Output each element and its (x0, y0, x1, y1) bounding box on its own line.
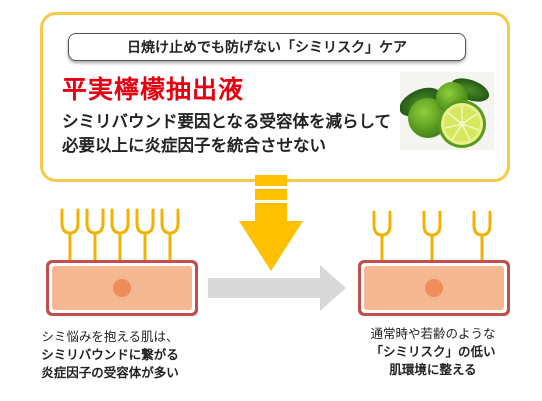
left-receptors (60, 208, 180, 264)
receptor-icon (135, 208, 155, 264)
right-caption-line-3: 肌環境に整える (389, 362, 477, 377)
receptor-icon (60, 208, 80, 264)
receptor-icon (372, 210, 392, 264)
right-caption-line-2: 「シミリスク」の低い (370, 344, 496, 359)
receptor-icon (160, 208, 180, 264)
description-line-1: シミリバウンド要因となる受容体を減らして (62, 112, 392, 131)
right-cell (358, 260, 510, 316)
lemon-photo (400, 72, 494, 150)
headline-pill: 日焼け止めでも防げない「シミリスク」ケア (68, 33, 466, 61)
left-caption-line-2: シミリバウンドに繋がる (41, 347, 179, 362)
receptor-icon (85, 208, 105, 264)
ingredient-title: 平実檸檬抽出液 (62, 75, 245, 104)
right-receptors (372, 210, 492, 264)
left-caption: シミ悩みを抱える肌は、 シミリバウンドに繋がる 炎症因子の受容体が多い (20, 328, 200, 382)
right-caption-line-1: 通常時や若齢のような (370, 326, 496, 341)
left-cell (46, 260, 198, 316)
receptor-icon (472, 210, 492, 264)
gray-arrow-icon (208, 265, 346, 311)
left-caption-line-1: シミ悩みを抱える肌は、 (41, 329, 179, 344)
description-line-2: 必要以上に炎症因子を統合させない (62, 136, 326, 155)
receptor-icon (110, 208, 130, 264)
down-arrow-icon (239, 175, 303, 271)
receptor-icon (422, 210, 442, 264)
left-caption-line-3: 炎症因子の受容体が多い (41, 365, 179, 380)
right-caption: 通常時や若齢のような 「シミリスク」の低い 肌環境に整える (340, 325, 526, 379)
